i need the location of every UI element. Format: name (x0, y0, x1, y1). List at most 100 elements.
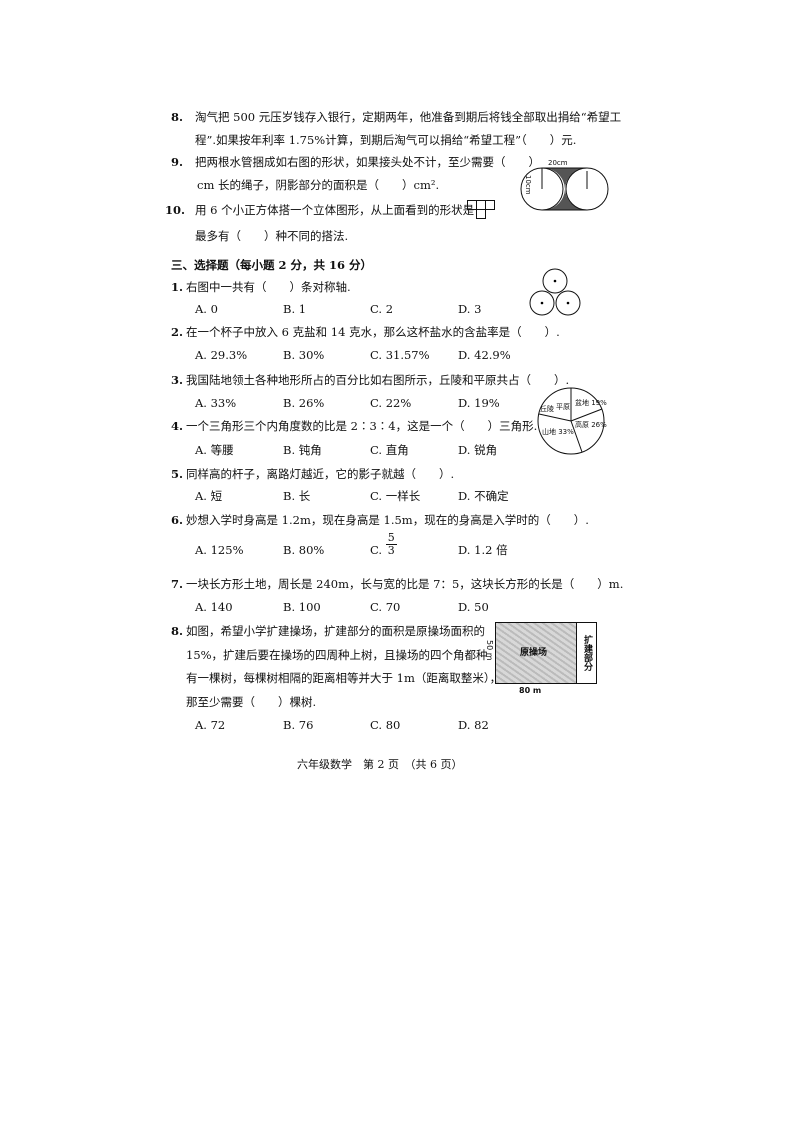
option-b: B. 80% (283, 543, 324, 557)
figure-label: 20cm (548, 159, 568, 167)
option-text: C. 80 (370, 718, 401, 732)
question-text: 一块长方形土地，周长是 240m，长与宽的比是 7：5，这块长方形的长是（ ）m… (186, 577, 624, 591)
question-text: 最多有（ ）种不同的搭法. (195, 229, 349, 243)
option-text: C. 2 (370, 302, 394, 316)
question-number: 8. (171, 110, 184, 124)
question-number: 6. (171, 513, 184, 527)
option-a: A. 等腰 (195, 443, 234, 457)
question-number: 5. (171, 467, 184, 481)
option-text: B. 100 (283, 600, 321, 614)
question-text: 淘气把 500 元压岁钱存入银行，定期两年，他准备到期后将钱全部取出捐给“希望工 (195, 110, 622, 124)
figure-label: 原操场 (520, 648, 548, 658)
option-text: B. 80% (283, 543, 325, 557)
option-c: C. 直角 (370, 443, 409, 457)
option-text: D. 42.9% (458, 348, 511, 362)
section-title: 三、选择题（每小题 2 分，共 16 分） (171, 258, 373, 272)
question-number: 2. (171, 325, 184, 339)
option-text: A. 72 (195, 718, 226, 732)
option-text: D. 1.2 倍 (458, 543, 508, 557)
option-text: D. 19% (458, 396, 500, 410)
option-text: B. 76 (283, 718, 314, 732)
option-c: C. 2 (370, 302, 393, 316)
option-text: A. 等腰 (195, 443, 234, 457)
option-b: B. 1 (283, 302, 306, 316)
figure-label: 50 m (485, 640, 494, 661)
option-d: D. 锐角 (458, 443, 497, 457)
pie-label: 平原 (556, 403, 570, 411)
option-c: C. 31.57% (370, 348, 430, 362)
three-circles-figure (529, 268, 581, 316)
option-text: A. 短 (195, 489, 223, 503)
top-view-shape-icon (467, 200, 495, 219)
option-c: C. 70 (370, 600, 400, 614)
option-a: A. 33% (195, 396, 236, 410)
question-number: 10. (165, 203, 186, 217)
option-a: A. 29.3% (195, 348, 247, 362)
question-text: 15%，扩建后要在操场的四周种上树，且操场的四个角都种 (186, 647, 488, 662)
question-text: 程”.如果按年利率 1.75%计算，到期后淘气可以捐给“希望工程”（ ）元. (195, 133, 577, 147)
option-text: C. 70 (370, 600, 401, 614)
option-b: B. 26% (283, 396, 324, 410)
option-text: B. 26% (283, 396, 325, 410)
option-a: A. 0 (195, 302, 218, 316)
question-text: 把两根水管捆成如右图的形状，如果接头处不计，至少需要（ ） (195, 155, 540, 169)
option-a: A. 72 (195, 718, 225, 732)
question-text: 在一个杯子中放入 6 克盐和 14 克水，那么这杯盐水的含盐率是（ ）. (186, 325, 560, 339)
option-text: B. 钝角 (283, 443, 322, 457)
numerator: 5 (385, 531, 397, 545)
option-text: D. 不确定 (458, 489, 509, 503)
question-text: 妙想入学时身高是 1.2m，现在身高是 1.5m，现在的身高是入学时的（ ）. (186, 513, 589, 527)
question-text: 用 6 个小正方体搭一个立体图形，从上面看到的形状是 (195, 203, 475, 217)
option-text: D. 锐角 (458, 443, 498, 457)
option-d: D. 42.9% (458, 348, 511, 362)
playground-figure (495, 622, 577, 684)
option-d: D. 3 (458, 302, 481, 316)
option-text: D. 82 (458, 718, 489, 732)
pie-label: 丘陵 (540, 405, 554, 413)
denominator: 3 (387, 544, 395, 557)
option-a: A. 125% (195, 543, 244, 557)
option-b: B. 76 (283, 718, 313, 732)
option-text: C. (370, 543, 383, 557)
page-footer: 六年级数学 第 2 页 （共 6 页） (297, 758, 463, 771)
pipes-figure (520, 167, 609, 211)
question-number: 3. (171, 373, 184, 387)
pie-label: 盆地 19% (575, 399, 607, 407)
option-text: B. 长 (283, 489, 311, 503)
question-text: 一个三角形三个内角度数的比是 2∶3∶4，这是一个（ ）三角形. (186, 419, 538, 433)
option-text: A. 33% (195, 396, 237, 410)
option-text: D. 3 (458, 302, 482, 316)
option-text: C. 22% (370, 396, 412, 410)
question-text: 如图，希望小学扩建操场，扩建部分的面积是原操场面积的 (186, 624, 485, 638)
option-a: A. 140 (195, 600, 233, 614)
question-number: 1. (171, 280, 184, 294)
question-number: 4. (171, 419, 184, 433)
pie-label: 高原 26% (575, 421, 607, 429)
question-text: cm 长的绳子，阴影部分的面积是（ ）cm². (197, 178, 440, 192)
question-text: 我国陆地领土各种地形所占的百分比如右图所示，丘陵和平原共占（ ）. (186, 373, 570, 387)
option-c: C. 22% (370, 396, 411, 410)
option-text: A. 0 (195, 302, 218, 316)
option-d: D. 19% (458, 396, 500, 410)
question-number: 9. (171, 155, 184, 169)
question-text: 右图中一共有（ ）条对称轴. (186, 280, 351, 294)
figure-label: 80 m (519, 686, 542, 695)
option-b: B. 30% (283, 348, 324, 362)
option-text: A. 29.3% (195, 348, 248, 362)
option-c: C. 80 (370, 718, 400, 732)
option-d: D. 不确定 (458, 489, 509, 503)
option-c: C. 一样长 (370, 489, 420, 503)
option-d: D. 82 (458, 718, 489, 732)
option-text: C. 一样长 (370, 489, 421, 503)
pie-chart-figure (537, 387, 605, 455)
option-text: C. 31.57% (370, 348, 430, 362)
question-text: 同样高的杆子，离路灯越近，它的影子就越（ ）. (186, 467, 455, 481)
option-text: B. 30% (283, 348, 325, 362)
question-text: 那至少需要（ ）棵树. (186, 694, 317, 709)
question-text: 有一棵树，每棵树相隔的距离相等并大于 1m（距离取整米）， (186, 671, 502, 685)
question-number: 8. (171, 624, 184, 638)
option-b: B. 100 (283, 600, 321, 614)
figure-label: 10cm (524, 175, 532, 195)
option-text: A. 140 (195, 600, 233, 614)
